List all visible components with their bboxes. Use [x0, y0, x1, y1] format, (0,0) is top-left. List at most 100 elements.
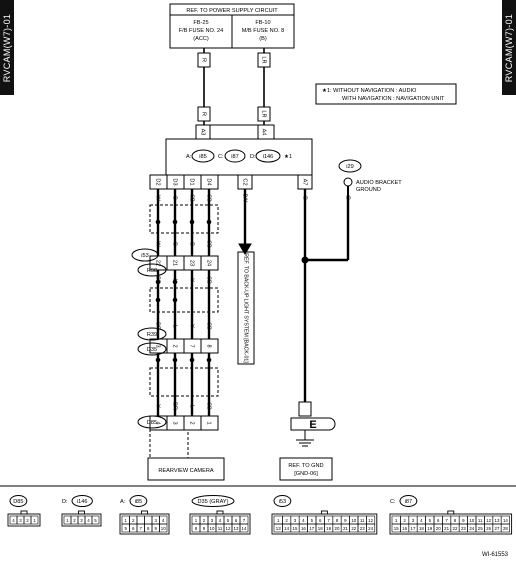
connector-oval-i146 — [255, 149, 281, 163]
connector-face-pin: 16 — [402, 526, 407, 531]
backup-ref-box — [237, 251, 255, 365]
wire-label-br-3: BR — [172, 402, 178, 410]
connector-face-pin: 10 — [210, 526, 215, 531]
connector-face-pin: 13 — [276, 526, 281, 531]
connector-face-pin: 28 — [503, 526, 508, 531]
connector-face-pin: 7 — [243, 518, 246, 523]
gnd-ref-line2: [GND-06] — [294, 471, 318, 477]
connector-face-pin: 1 — [66, 518, 69, 523]
fuse-left-id: FB-25 — [193, 20, 208, 26]
connector-face-pin: 25 — [478, 526, 483, 531]
wire-label-sb-low-2: SB — [206, 322, 212, 330]
connector-face-pin: 15 — [394, 526, 399, 531]
d85-pin-1: 1 — [206, 421, 212, 424]
ground-e-label: E — [309, 419, 316, 431]
connector-face-pin: 21 — [444, 526, 449, 531]
connector-face-pin: 12 — [368, 518, 373, 523]
pin-d3: D3 — [172, 178, 178, 185]
conn-label-d85: D85 — [147, 420, 157, 426]
camera-label: REARVIEW CAMERA — [158, 468, 213, 474]
d35-pin-7: 7 — [189, 344, 195, 347]
connector-face-pin: 9 — [462, 518, 465, 523]
connector-face-pin: 6 — [437, 518, 440, 523]
connector-face-cell — [500, 523, 510, 533]
connector-face-pin: 1 — [395, 518, 398, 523]
connector-face-oval — [129, 495, 148, 507]
connector-face-pin: 14 — [242, 526, 247, 531]
connector-face-pin: 23 — [360, 526, 365, 531]
power-box-title: REF. TO POWER SUPPLY CIRCUIT — [186, 8, 278, 14]
connector-face-pin: 8 — [454, 518, 457, 523]
unit-c-conn: i87 — [231, 154, 238, 160]
fuse-right-name: M/B FUSE NO. 8 — [242, 28, 285, 34]
d35-pin-3: 3 — [155, 344, 161, 347]
connector-face-pin: 7 — [327, 518, 330, 523]
connector-face-pin: 3 — [155, 518, 158, 523]
connector-face-key — [141, 510, 148, 515]
connector-face-pin: 10 — [161, 526, 166, 531]
unit-star: ★1 — [284, 153, 292, 160]
connector-face-pin: 2 — [73, 518, 76, 523]
connector-face-oval — [9, 495, 28, 507]
connector-face-cell — [91, 515, 100, 525]
connector-face-code: i53 — [279, 499, 286, 505]
connector-oval-i29 — [338, 159, 362, 173]
connector-face-oval — [71, 495, 93, 507]
connector-face-pin: 5 — [94, 518, 97, 523]
connector-face-pin: 6 — [235, 518, 238, 523]
wire-label-br: BR — [155, 276, 161, 284]
connector-face-pin: 16 — [301, 526, 306, 531]
legend-line-2: WITH NAVIGATION : NAVIGATION UNIT — [342, 96, 445, 102]
unit-a-label: A: — [186, 154, 192, 160]
connector-face-pin: 5 — [311, 518, 314, 523]
wire-labels-lower: BR L Y SB BR L Y SB — [155, 276, 212, 330]
connector-face-cell — [144, 515, 153, 525]
audio-ground-line1: AUDIO BRACKET — [356, 180, 402, 186]
rearview-camera-box — [147, 457, 225, 481]
connector-face-pin: 2 — [403, 518, 406, 523]
ground-wires — [303, 189, 350, 402]
connector-face-pin: 4 — [162, 518, 165, 523]
connector-oval-i85 — [191, 149, 215, 163]
connector-face-key — [216, 510, 224, 515]
connector-face-oval — [273, 495, 292, 507]
connector-face-code: i146 — [77, 499, 88, 505]
connector-face-key — [447, 510, 455, 515]
wire-label-sb-mid: SB — [206, 240, 212, 248]
connector-face-cell — [366, 523, 376, 533]
wire-label-w: W — [155, 195, 161, 201]
wire-label-by: B/Y — [242, 193, 248, 202]
connector-face-pin: 24 — [469, 526, 474, 531]
gnd-ref-line1: REF. TO GND — [288, 463, 323, 469]
junction-dot — [301, 256, 309, 264]
connector-face-cell — [30, 515, 39, 525]
connector-face-pin: 4 — [219, 518, 222, 523]
wire-color-r-2: R — [201, 112, 207, 116]
d85-pin-3: 3 — [172, 421, 178, 424]
d35-pin-8: 8 — [206, 344, 212, 347]
connector-face-pin: 8 — [147, 526, 150, 531]
connector-face-pin: 22 — [351, 526, 356, 531]
wire-label-w-mid: W — [155, 241, 161, 247]
connector-face-pin: 10 — [469, 518, 474, 523]
connector-face-pin: 7 — [445, 518, 448, 523]
connector-face-pin: 3 — [211, 518, 214, 523]
connector-face-pin: 12 — [486, 518, 491, 523]
wire-label-l: L — [172, 278, 178, 281]
connector-face-pin: 1 — [125, 518, 128, 523]
wire-color-r: R — [201, 58, 207, 62]
connector-face-pin: 11 — [478, 518, 483, 523]
bottom-pin-strip — [149, 174, 313, 190]
wire-color-tag-lr — [257, 52, 271, 68]
connector-face-pin: 2 — [132, 518, 135, 523]
fuse-left-type: (ACC) — [193, 36, 209, 42]
wire-label-l-2: L — [172, 324, 178, 327]
wire-label-y-3: Y — [155, 404, 161, 408]
wire-color-lr: LR — [261, 56, 267, 63]
connector-strip-i53 — [149, 255, 219, 271]
connector-oval-i53 — [131, 248, 159, 262]
unit-a-conn: i85 — [199, 154, 206, 160]
